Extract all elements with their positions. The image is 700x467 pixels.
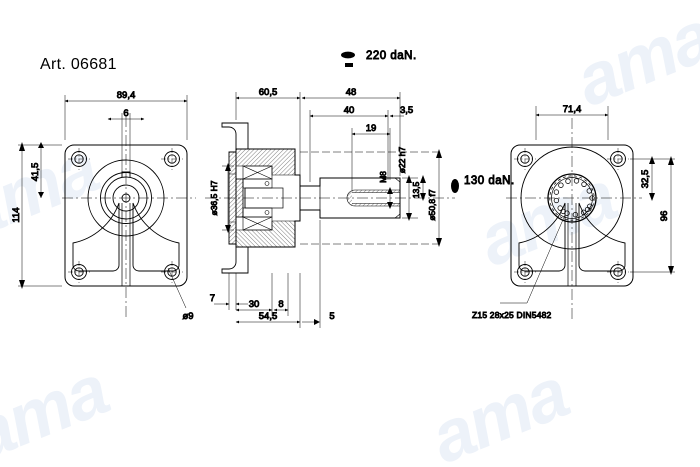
dim-body-length: 60,5: [259, 87, 278, 98]
dim-front-center-width: 6: [123, 108, 128, 119]
axial-load-label: 220 daN.: [366, 50, 417, 62]
dim-front-half-height: 41,5: [30, 163, 41, 182]
spline-spec-label: Z15 28x25 DIN5482: [472, 310, 552, 320]
dim-rear-total-height: 96: [659, 211, 670, 222]
view-cross-section: 60,5 48 40 3,5: [205, 87, 455, 328]
dim-front-total-height: 114: [11, 207, 22, 222]
dim-8: 8: [278, 299, 283, 310]
dim-bore-diameter: ø36,5 H7: [209, 180, 219, 215]
dim-front-width: 89,4: [117, 90, 136, 101]
dim-shaft-diameter: ø22 h7: [397, 146, 407, 173]
dim-rear-half-height: 32,5: [640, 170, 651, 189]
dim-30: 30: [249, 299, 260, 310]
dim-shaft-tip: 3,5: [400, 105, 413, 116]
dim-thread-depth: 19: [366, 123, 377, 134]
dim-5: 5: [329, 311, 334, 322]
article-number-label: Art. 06681: [40, 56, 117, 73]
dim-thread-size: M8: [378, 171, 388, 183]
dim-hole-diameter: ø9: [182, 311, 193, 322]
view-splined-end: 71,4 32,5 96: [472, 104, 675, 320]
view-front-flange: 89,4 6 41,5: [11, 90, 196, 322]
dim-key-height: 13,5: [411, 181, 421, 198]
load-annotations: 220 daN. 130 daN.: [341, 50, 515, 193]
dim-rear-width: 71,4: [563, 104, 582, 115]
radial-load-label: 130 daN.: [464, 175, 515, 187]
dim-pilot-diameter: ø50,8 f7: [427, 189, 437, 220]
dim-54-5: 54,5: [259, 311, 278, 322]
dim-shaft-step: 40: [344, 105, 355, 116]
dim-flange-thickness: 7: [210, 293, 215, 304]
dim-shaft-length: 48: [346, 87, 357, 98]
